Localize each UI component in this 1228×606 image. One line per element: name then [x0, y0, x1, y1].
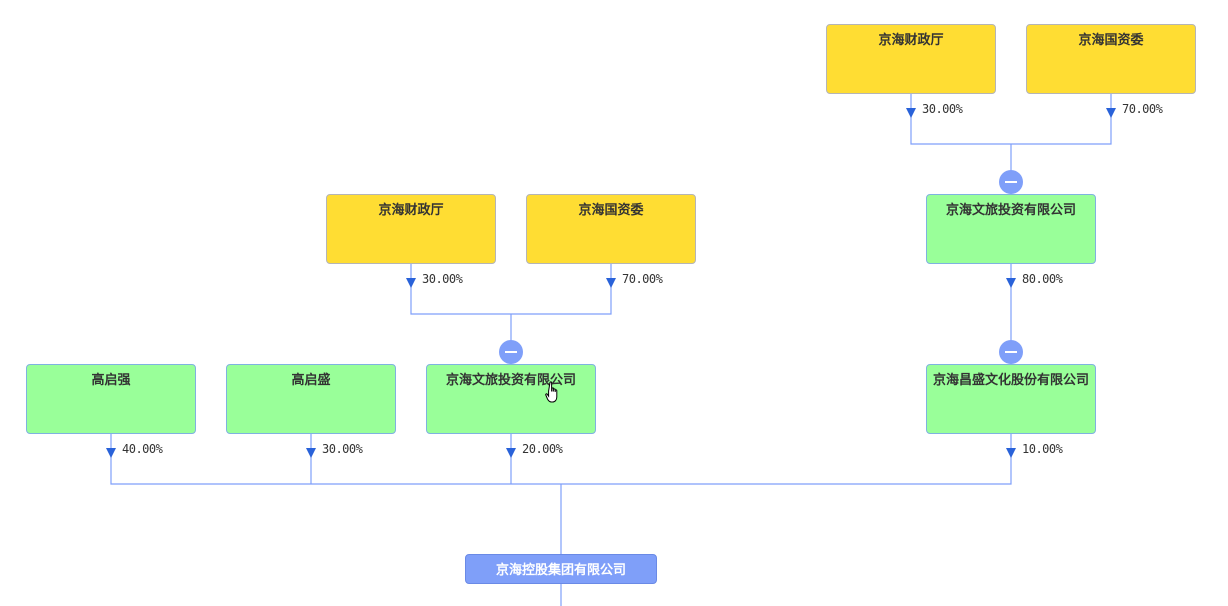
shareholder-node-sasac[interactable]: 京海国资委: [1026, 24, 1196, 94]
collapse-minus-icon[interactable]: [999, 170, 1023, 194]
shareholder-node-changsheng[interactable]: 京海昌盛文化股份有限公司: [926, 364, 1096, 434]
arrow-down-icon: [306, 448, 316, 458]
collapse-minus-icon[interactable]: [999, 340, 1023, 364]
equity-percentage: 30.00%: [922, 102, 963, 116]
shareholder-node-finance-dept[interactable]: 京海财政厅: [326, 194, 496, 264]
arrow-down-icon: [1006, 278, 1016, 288]
arrow-down-icon: [106, 448, 116, 458]
arrow-down-icon: [406, 278, 416, 288]
hand-pointer-icon: [545, 381, 558, 403]
equity-percentage: 10.00%: [1022, 442, 1063, 456]
equity-percentage: 20.00%: [522, 442, 563, 456]
equity-percentage: 70.00%: [1122, 102, 1163, 116]
arrow-down-icon: [1106, 108, 1116, 118]
target-company-node[interactable]: 京海控股集团有限公司: [465, 554, 657, 584]
node-label: 京海财政厅: [878, 32, 944, 47]
node-label: 京海国资委: [578, 202, 644, 217]
node-label: 京海财政厅: [378, 202, 444, 217]
equity-percentage: 30.00%: [322, 442, 363, 456]
arrow-down-icon: [906, 108, 916, 118]
shareholder-node-gao-qiqiang[interactable]: 高启强: [26, 364, 196, 434]
node-label: 京海昌盛文化股份有限公司: [933, 372, 1090, 387]
shareholder-node-gao-qisheng[interactable]: 高启盛: [226, 364, 396, 434]
shareholder-node-sasac[interactable]: 京海国资委: [526, 194, 696, 264]
arrow-down-icon: [1006, 448, 1016, 458]
node-label: 京海文旅投资有限公司: [445, 372, 576, 387]
equity-percentage: 30.00%: [422, 272, 463, 286]
shareholder-node-wenlv-right[interactable]: 京海文旅投资有限公司: [926, 194, 1096, 264]
collapse-minus-icon[interactable]: [499, 340, 523, 364]
equity-percentage: 40.00%: [122, 442, 163, 456]
equity-percentage: 80.00%: [1022, 272, 1063, 286]
node-label: 京海文旅投资有限公司: [945, 202, 1076, 217]
node-label: 京海控股集团有限公司: [495, 562, 626, 577]
shareholder-node-finance-dept[interactable]: 京海财政厅: [826, 24, 996, 94]
arrow-down-icon: [606, 278, 616, 288]
node-label: 京海国资委: [1078, 32, 1144, 47]
equity-percentage: 70.00%: [622, 272, 663, 286]
shareholder-node-wenlv[interactable]: 京海文旅投资有限公司: [426, 364, 596, 434]
node-label: 高启盛: [291, 372, 331, 387]
arrow-down-icon: [506, 448, 516, 458]
node-label: 高启强: [91, 372, 131, 387]
